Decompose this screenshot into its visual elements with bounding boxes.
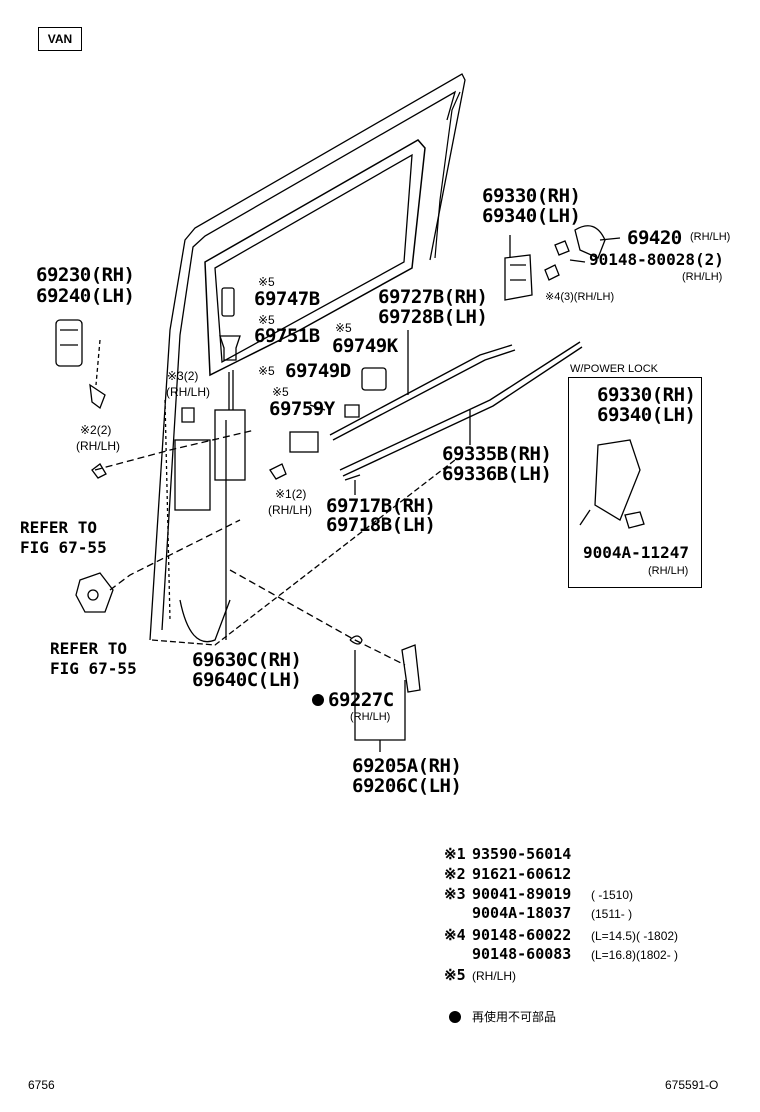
power-lock-title: W/POWER LOCK [570, 363, 659, 375]
legend-mark: ※4 [444, 926, 466, 944]
part-latch-69330 [504, 254, 533, 301]
window-frame [204, 139, 426, 377]
callout-69420: 69420 [627, 227, 682, 249]
callout-90148: 90148-80028(2) [589, 250, 724, 269]
mark-5a: ※5 [258, 275, 275, 289]
part-actuator [594, 439, 641, 521]
part-door-lock [174, 439, 211, 511]
callout-69749K: 69749K [332, 335, 398, 357]
refer-2b[interactable]: FIG 67-55 [50, 659, 137, 678]
legend-part: 9004A-18037 [472, 904, 572, 922]
callout-69340: 69340(LH) [482, 205, 581, 227]
callout-69727B: 69727B(RH) [378, 286, 488, 308]
legend-part: 93590-56014 [472, 845, 572, 863]
legend-mark: ※1 [444, 845, 466, 863]
reuse-dot-2 [449, 1011, 461, 1023]
legend-note: (RH/LH) [472, 969, 516, 983]
callout-n2b: (RH/LH) [76, 439, 120, 453]
legend-mark: ※3 [444, 885, 466, 903]
legend-part: 90148-60083 [472, 945, 572, 963]
callout-69749D: 69749D [285, 360, 351, 382]
callout-69717B: 69717B(RH) [326, 495, 436, 517]
callout-69230: 69230(RH) [36, 264, 135, 286]
callout-n3: ※3(2) [167, 369, 199, 383]
van-badge: VAN [38, 27, 82, 51]
legend-note: (L=14.5)( -1802) [591, 929, 679, 943]
callout-69630C: 69630C(RH) [192, 649, 302, 671]
legend-part: 90041-89019 [472, 885, 572, 903]
callout-n4: ※4(3)(RH/LH) [545, 291, 615, 303]
callout-pw69340: 69340(LH) [597, 404, 696, 426]
callout-90148s: (RH/LH) [682, 271, 723, 283]
callout-69335B: 69335B(RH) [442, 443, 552, 465]
callout-n1: ※1(2) [275, 487, 307, 501]
callout-n1b: (RH/LH) [268, 503, 312, 517]
part-69747B [221, 287, 235, 317]
legend-part: 91621-60612 [472, 865, 572, 883]
reuse-dot-1 [312, 694, 324, 706]
callout-69640C: 69640C(LH) [192, 669, 302, 691]
door-lower-panel [151, 459, 456, 646]
legend-part: 90148-60022 [472, 926, 572, 944]
legend-note: (L=16.8)(1802- ) [591, 948, 679, 962]
callout-69227C: 69227C [328, 689, 394, 711]
callout-69718B: 69718B(LH) [326, 514, 436, 536]
mark-5e: ※5 [272, 385, 289, 399]
part-clip-3 [181, 407, 195, 423]
door-frame-outer [149, 73, 466, 641]
part-69759Y [289, 431, 319, 453]
part-69420 [574, 225, 606, 259]
mark-5b: ※5 [258, 313, 275, 327]
legend-mark: ※5 [444, 966, 466, 984]
legend-note: (1511- ) [591, 907, 633, 921]
reuse-note: 再使用不可部品 [472, 1010, 557, 1024]
part-latch-plate [75, 572, 114, 613]
callout-69336B: 69336B(LH) [442, 463, 552, 485]
callout-69330: 69330(RH) [482, 185, 581, 207]
part-69749D [361, 367, 387, 391]
callout-69751B: 69751B [254, 325, 320, 347]
callout-69759Y: 69759Y [269, 398, 335, 420]
callout-n2: ※2(2) [80, 423, 112, 437]
callout-69227Cs: (RH/LH) [350, 711, 391, 723]
callout-69747B: 69747B [254, 288, 320, 310]
mark-5c: ※5 [335, 321, 352, 335]
refer-1a[interactable]: REFER TO [20, 518, 98, 537]
callout-69420s: (RH/LH) [690, 231, 731, 243]
part-69205A [401, 644, 421, 693]
callout-69205A: 69205A(RH) [352, 755, 462, 777]
rod-69727B [329, 344, 513, 436]
part-clip [91, 463, 107, 479]
mark-5d: ※5 [258, 364, 275, 378]
footer-right: 675591-O [665, 1078, 719, 1092]
callout-pw9004As: (RH/LH) [648, 565, 689, 577]
callout-pw9004A: 9004A-11247 [583, 543, 689, 562]
refer-1b[interactable]: FIG 67-55 [20, 538, 107, 557]
refer-2a[interactable]: REFER TO [50, 639, 128, 658]
callout-69240: 69240(LH) [36, 285, 135, 307]
part-69227C [349, 635, 363, 645]
footer-left: 6756 [28, 1078, 55, 1092]
legend-note: ( -1510) [591, 888, 634, 902]
callout-pw69330: 69330(RH) [597, 384, 696, 406]
callout-n3b: (RH/LH) [166, 385, 210, 399]
part-69751B [219, 335, 241, 361]
door-frame-inner [161, 90, 457, 631]
power-lock-box [568, 377, 702, 588]
part-bolt [89, 383, 106, 410]
callout-69206C: 69206C(LH) [352, 775, 462, 797]
callout-69728B: 69728B(LH) [378, 306, 488, 328]
legend-mark: ※2 [444, 865, 466, 883]
part-outside-handle [55, 319, 83, 367]
rod-69717B [339, 341, 581, 471]
